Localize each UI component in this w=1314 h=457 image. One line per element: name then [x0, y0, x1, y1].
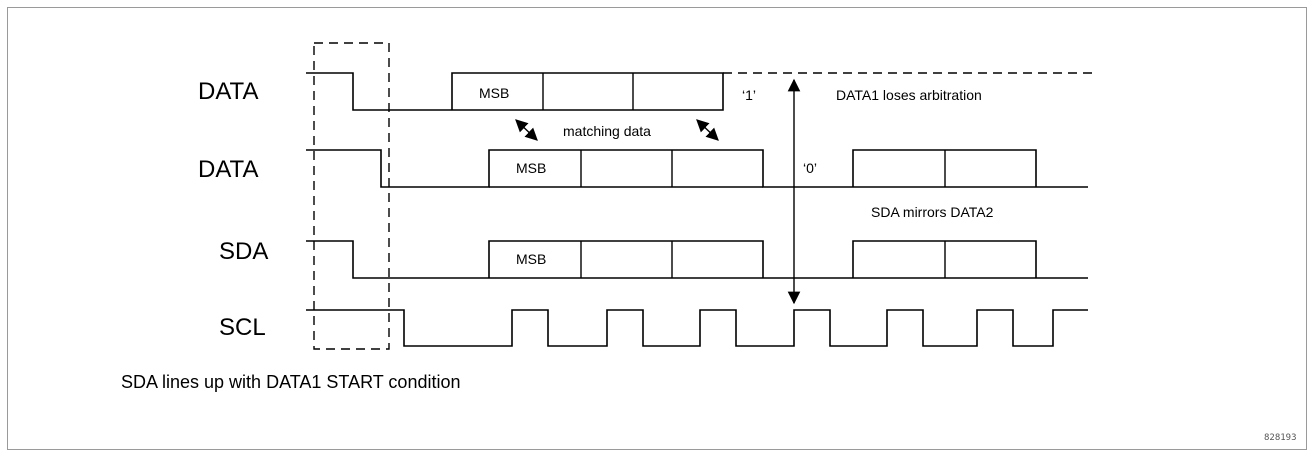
sda-waveform — [306, 240, 1088, 279]
matching-arrow-right — [696, 119, 719, 141]
signal-label-sda: SDA — [219, 238, 268, 265]
data2-waveform — [306, 149, 1088, 188]
data1-waveform — [306, 72, 1092, 111]
loses-arbitration-label: DATA1 loses arbitration — [836, 87, 982, 103]
matching-data-label: matching data — [563, 123, 651, 139]
data2-msb-label: MSB — [516, 160, 546, 176]
signal-label-data2: DATA — [198, 156, 258, 183]
data1-one-label: ‘1’ — [742, 87, 756, 103]
diagram-frame — [7, 7, 1307, 450]
sda-mirrors-label: SDA mirrors DATA2 — [871, 204, 994, 220]
scl-waveform — [306, 309, 1088, 347]
sda-msb-label: MSB — [516, 251, 546, 267]
matching-arrow-left — [515, 119, 538, 141]
caption: SDA lines up with DATA1 START condition — [121, 372, 461, 392]
signal-label-scl: SCL — [219, 314, 266, 341]
signal-label-data1: DATA — [198, 78, 258, 105]
start-condition-box — [313, 42, 390, 350]
data1-msb-label: MSB — [479, 85, 509, 101]
figure-ref-number: 828193 — [1264, 433, 1297, 443]
data2-zero-label: ‘0’ — [803, 160, 817, 176]
